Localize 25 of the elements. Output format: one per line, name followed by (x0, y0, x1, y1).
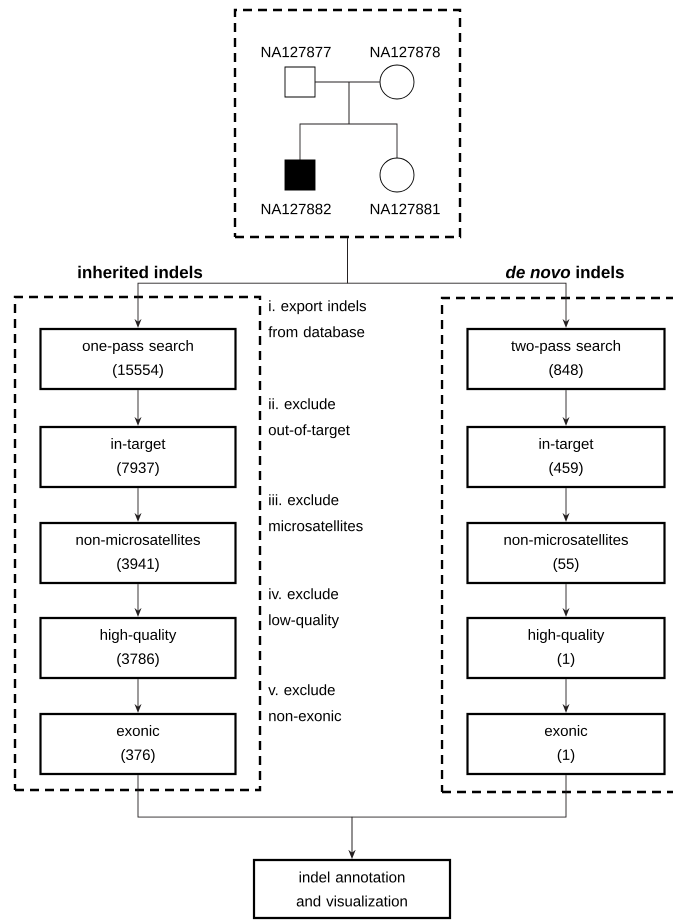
process-box: two-pass search (848) (466, 328, 666, 390)
step-note: v. exclude non-exonic (268, 684, 342, 722)
process-box: non-microsatellites (55) (466, 522, 666, 584)
process-box: high-quality (1) (466, 616, 666, 680)
dashed-frame (440, 296, 673, 794)
process-box: exonic (1) (466, 712, 666, 776)
group-heading: inherited indels (78, 266, 202, 278)
process-box: in-target (459) (466, 426, 666, 488)
dashed-frame (234, 8, 462, 238)
process-box: in-target (7937) (39, 426, 237, 488)
process-box: one-pass search (15554) (39, 328, 237, 390)
sample-id: NA127878 (370, 46, 440, 58)
step-note: iii. exclude microsatellites (269, 494, 363, 532)
sample-id: NA127882 (262, 204, 331, 214)
group-heading: de novo indels (506, 266, 624, 278)
step-note: i. export indels from database (268, 300, 366, 338)
process-box: indel annotation and visualization (252, 858, 452, 920)
process-box: exonic (376) (39, 712, 237, 776)
sample-id: NA127877 (262, 46, 331, 58)
process-box: high-quality (3786) (39, 616, 237, 680)
step-note: ii. exclude out-of-target (268, 398, 350, 438)
sample-id: NA127881 (370, 204, 440, 214)
step-note: iv. exclude low-quality (269, 588, 339, 628)
dashed-frame (14, 296, 262, 792)
process-box: non-microsatellites (3941) (39, 522, 237, 584)
